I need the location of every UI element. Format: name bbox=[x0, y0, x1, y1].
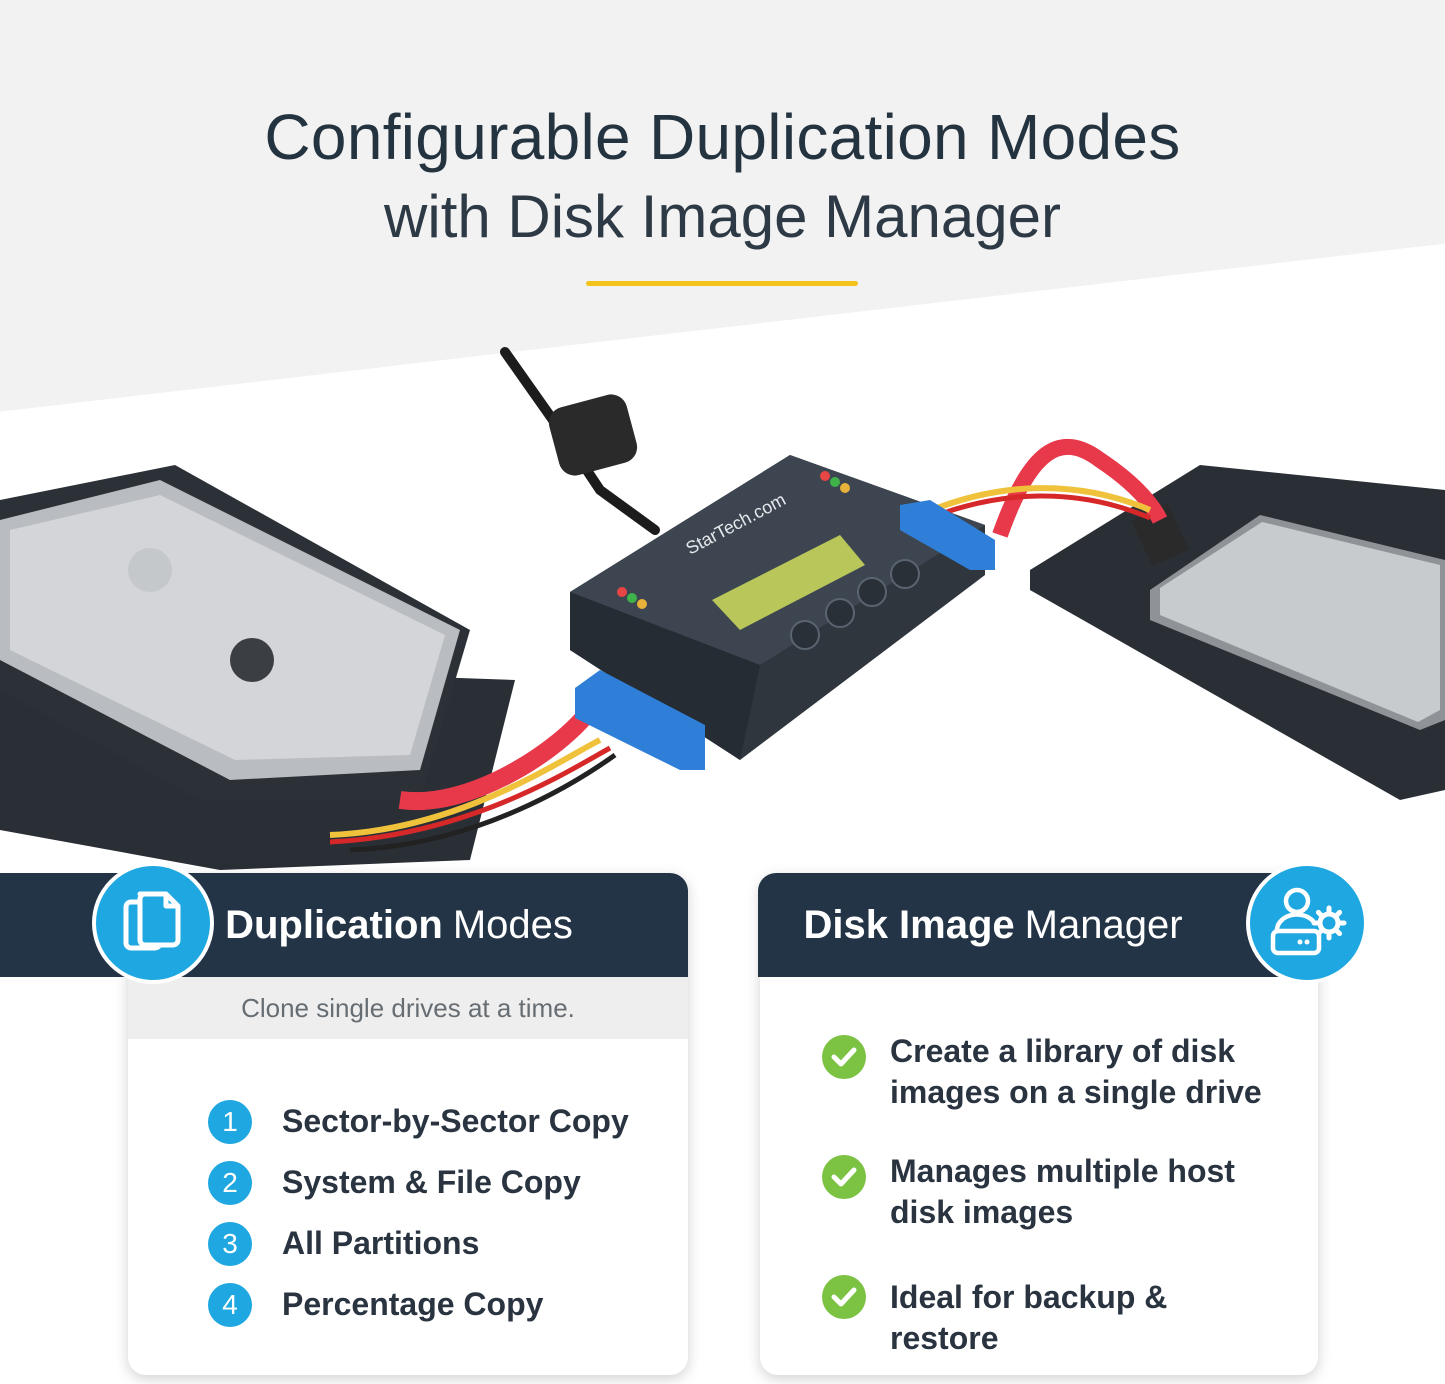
product-illustration: StarTech.com bbox=[0, 347, 1445, 870]
feature-text: Create a library of disk images on a sin… bbox=[890, 1033, 1262, 1110]
check-icon bbox=[822, 1035, 866, 1079]
duplication-modes-title-bold: Duplication bbox=[225, 902, 443, 947]
disk-image-title-bold: Disk Image bbox=[803, 902, 1015, 947]
mode-label: Sector-by-Sector Copy bbox=[282, 1103, 629, 1139]
ssd-drive bbox=[1131, 503, 1445, 730]
number-badge: 2 bbox=[208, 1160, 252, 1205]
mode-label: All Partitions bbox=[282, 1225, 480, 1261]
disk-image-manager-card: Disk Image Manager Create a library of d… bbox=[758, 873, 1318, 1375]
check-icon bbox=[822, 1155, 866, 1199]
page-subtitle: with Disk Image Manager bbox=[384, 183, 1061, 250]
check-icon bbox=[822, 1275, 866, 1319]
user-drive-gear-icon bbox=[1246, 862, 1368, 984]
number-badge: 3 bbox=[208, 1221, 252, 1266]
mode-list: 1 Sector-by-Sector Copy 2 System & File … bbox=[208, 1091, 629, 1335]
accent-underline bbox=[586, 281, 858, 286]
list-item: Manages multiple host disk images bbox=[822, 1151, 1280, 1233]
list-item: 3 All Partitions bbox=[208, 1213, 629, 1274]
list-item: 1 Sector-by-Sector Copy bbox=[208, 1091, 629, 1152]
mode-label: System & File Copy bbox=[282, 1164, 581, 1200]
copy-documents-icon bbox=[92, 862, 214, 984]
list-item: Create a library of disk images on a sin… bbox=[822, 1031, 1280, 1113]
duplication-modes-card: Duplication Modes Clone single drives at… bbox=[0, 873, 688, 1375]
list-item: 4 Percentage Copy bbox=[208, 1274, 629, 1335]
duplication-tagline: Clone single drives at a time. bbox=[128, 977, 688, 1039]
feature-text: Manages multiple host disk images bbox=[890, 1153, 1235, 1230]
duplication-modes-title-light: Modes bbox=[452, 902, 573, 947]
hard-drive-35 bbox=[0, 465, 470, 800]
number-badge: 1 bbox=[208, 1099, 252, 1144]
number-badge: 4 bbox=[208, 1282, 252, 1327]
feature-text: Ideal for backup & restore bbox=[890, 1279, 1168, 1356]
list-item: 2 System & File Copy bbox=[208, 1152, 629, 1213]
mode-label: Percentage Copy bbox=[282, 1286, 544, 1322]
page-title: Configurable Duplication Modes bbox=[264, 101, 1181, 173]
disk-image-title-light: Manager bbox=[1024, 902, 1183, 947]
disk-image-manager-header: Disk Image Manager bbox=[758, 873, 1318, 977]
duplicator-device bbox=[570, 455, 995, 770]
list-item: Ideal for backup & restore bbox=[822, 1271, 1280, 1359]
